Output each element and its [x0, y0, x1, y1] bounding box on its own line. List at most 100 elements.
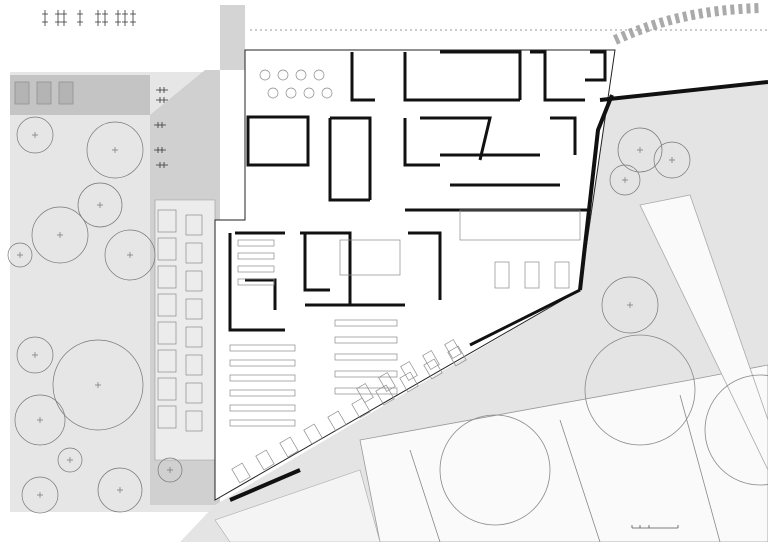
- tree-center: [95, 382, 101, 388]
- lounge-seat: [423, 358, 443, 380]
- table: [334, 319, 398, 327]
- tree: [16, 116, 54, 154]
- tree: [14, 394, 66, 446]
- table: [229, 389, 296, 397]
- bike-icon: [61, 10, 67, 26]
- running-track: [639, 194, 768, 471]
- serving-counter: [459, 209, 581, 241]
- tree-center: [37, 417, 43, 423]
- bench-table: [185, 270, 203, 292]
- lounge-seat: [422, 350, 440, 370]
- table: [229, 359, 296, 367]
- bench-table: [185, 242, 203, 264]
- tree-center: [32, 132, 38, 138]
- tree: [7, 242, 33, 268]
- trees: [7, 116, 691, 514]
- tree: [157, 457, 183, 483]
- round-table: [259, 69, 271, 81]
- lounge-seat: [351, 397, 371, 419]
- tree: [57, 447, 83, 473]
- parking-space: [36, 81, 52, 105]
- tree: [97, 467, 143, 513]
- table: [229, 404, 296, 412]
- south-path: [214, 469, 381, 542]
- round-table: [321, 87, 333, 99]
- bench-table: [157, 293, 177, 317]
- bench-table: [157, 321, 177, 345]
- lounge-seat: [303, 423, 323, 445]
- building-footprint: [214, 49, 616, 501]
- bench-table: [185, 410, 203, 432]
- round-table: [267, 87, 279, 99]
- lounge-seat: [399, 371, 419, 393]
- furniture: [14, 69, 581, 484]
- tree-center: [627, 302, 633, 308]
- bike-icon: [95, 10, 101, 26]
- tree: [601, 276, 659, 334]
- tree: [16, 336, 54, 374]
- lounge-seat: [255, 449, 275, 471]
- bike-icon: [115, 10, 121, 26]
- facade-south: [229, 468, 301, 502]
- bench-table: [185, 298, 203, 320]
- bike-icon: [156, 97, 168, 103]
- table: [229, 344, 296, 352]
- courtyard-path: [154, 199, 216, 461]
- bench-table: [157, 265, 177, 289]
- facade-east: [578, 94, 614, 291]
- lounge-seat: [378, 372, 396, 392]
- tree-center: [622, 177, 628, 183]
- table: [334, 353, 398, 361]
- facade-south-2: [469, 288, 581, 347]
- lounge-seat: [400, 361, 418, 381]
- bike-icon: [156, 87, 168, 93]
- tree: [86, 121, 144, 179]
- tree: [609, 164, 641, 196]
- bike-icon: [154, 147, 166, 153]
- tree-center: [37, 492, 43, 498]
- table: [334, 370, 398, 378]
- tree-center: [117, 487, 123, 493]
- table: [229, 419, 296, 427]
- table: [334, 387, 398, 395]
- bench-table: [157, 377, 177, 401]
- bike-icon: [55, 10, 61, 26]
- bike-icon: [77, 10, 83, 26]
- tree-center: [57, 232, 63, 238]
- bike-racks: [42, 10, 168, 168]
- tree-center: [112, 147, 118, 153]
- table: [237, 265, 275, 273]
- tree-center: [669, 157, 675, 163]
- lounge-seat: [356, 383, 374, 403]
- tree: [104, 229, 156, 281]
- kitchen-island: [554, 261, 570, 289]
- bike-icon: [42, 10, 48, 26]
- bench-table: [185, 382, 203, 404]
- bench-table: [157, 349, 177, 373]
- bench-table: [185, 326, 203, 348]
- table: [237, 239, 275, 247]
- tree-center: [17, 252, 23, 258]
- tree-center: [127, 252, 133, 258]
- scale-bar: [631, 525, 679, 529]
- tree: [52, 339, 144, 431]
- bike-icon: [130, 10, 136, 26]
- kitchen-block: [339, 239, 401, 276]
- tree: [21, 476, 59, 514]
- facade-north-east: [599, 80, 768, 102]
- round-table: [277, 69, 289, 81]
- tree: [31, 206, 89, 264]
- table: [229, 374, 296, 382]
- bench-table: [157, 237, 177, 261]
- lounge-seat: [375, 384, 395, 406]
- bike-icon: [154, 122, 166, 128]
- table: [237, 278, 275, 286]
- tree-center: [167, 467, 173, 473]
- zebra-crossing: [612, 3, 761, 45]
- parking-space: [14, 81, 30, 105]
- sports-field: [359, 364, 768, 542]
- tree: [653, 141, 691, 179]
- bike-icon: [122, 10, 128, 26]
- kitchen-island: [494, 261, 510, 289]
- parking-space: [58, 81, 74, 105]
